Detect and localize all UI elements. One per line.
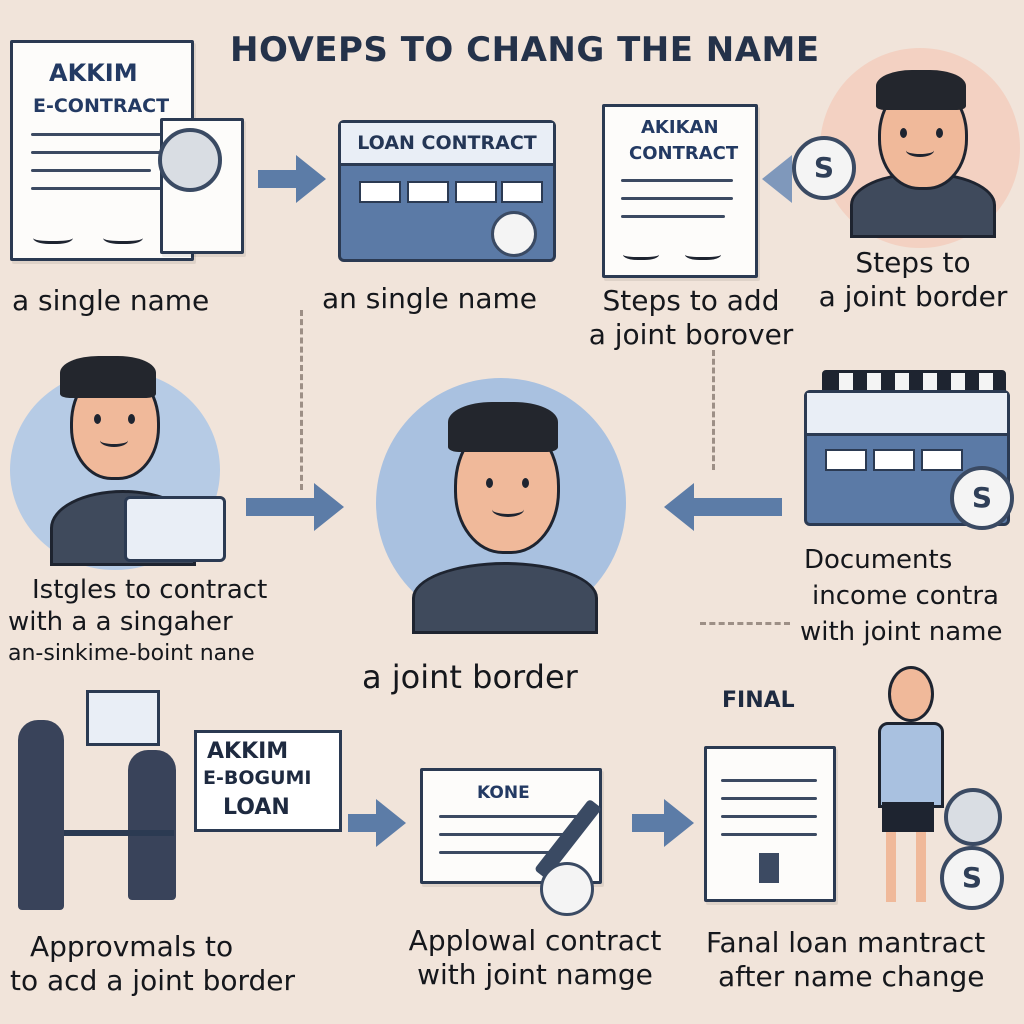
panel-documents-card: S bbox=[800, 370, 1024, 530]
panel-5-caption: Istgles to contract with a a singaher an… bbox=[8, 574, 267, 670]
panel-3-caption: Steps to add a joint borover bbox=[586, 284, 796, 352]
caption-to-acd-a-joint-border: to acd a joint border bbox=[10, 964, 296, 997]
doc-subtitle-econtract: E-CONTRACT bbox=[33, 95, 170, 117]
sign-line-akkim: AKKIM bbox=[207, 739, 289, 764]
signature-mark bbox=[33, 229, 73, 244]
final-label: FINAL bbox=[722, 688, 795, 713]
doc-title-akkim: AKKIM bbox=[49, 59, 138, 87]
sign-line-loan: LOAN bbox=[223, 795, 290, 820]
card-title: LOAN CONTRACT bbox=[341, 123, 553, 166]
signature-mark bbox=[685, 247, 721, 260]
woman-figure bbox=[868, 666, 948, 916]
caption-an-single-name: an single name bbox=[322, 282, 538, 315]
arrow-right-icon bbox=[258, 170, 298, 188]
caption-a-joint-border: a joint border bbox=[818, 280, 1008, 313]
caption-with-joint-name: with joint name bbox=[800, 617, 1003, 647]
panel-4-caption: Steps to a joint border bbox=[802, 246, 1024, 314]
person-hair bbox=[876, 70, 966, 110]
arrow-right-icon bbox=[296, 155, 326, 203]
caption-a-joint-border-center: a joint border bbox=[362, 658, 578, 696]
panel-1-caption: a single name bbox=[12, 284, 209, 318]
caption-an-sinkime-boint-nane: an-sinkime-boint nane bbox=[8, 641, 255, 666]
caption-steps-to-add: Steps to add bbox=[602, 284, 780, 317]
signature-seal-icon bbox=[540, 862, 594, 916]
caption-istgles-to-contract: Istgles to contract bbox=[32, 575, 268, 605]
signature-mark bbox=[103, 229, 143, 244]
person-hair bbox=[60, 356, 156, 398]
doc-title-kone: KONE bbox=[477, 783, 530, 803]
caption-single-name: a single name bbox=[12, 284, 210, 317]
arrow-left-icon bbox=[692, 498, 782, 516]
page-title: Hoveps to chang the name bbox=[230, 30, 820, 70]
doc-subtitle-contract: CONTRACT bbox=[629, 143, 739, 164]
person-hair bbox=[448, 402, 558, 452]
money-bag-icon bbox=[944, 788, 1002, 846]
caption-approvmals-to: Approvmals to bbox=[30, 930, 234, 963]
panel-center-person bbox=[376, 378, 628, 634]
bank-building-icon bbox=[86, 690, 160, 746]
loan-contract-card: LOAN CONTRACT bbox=[338, 120, 556, 262]
signature-mark bbox=[623, 247, 659, 260]
sign-line-e-bogumi: E-BOGUMI bbox=[203, 767, 312, 789]
caption-fanal-loan-mantract: Fanal loan mantract bbox=[706, 926, 986, 959]
arrow-right-icon bbox=[376, 799, 406, 847]
caption-a-joint-borover: a joint borover bbox=[588, 318, 794, 351]
person-left-silhouette bbox=[18, 720, 64, 910]
person-body bbox=[412, 562, 598, 634]
panel-person-with-card bbox=[0, 350, 240, 570]
caption-steps-to: Steps to bbox=[855, 246, 971, 279]
signature-seal-icon bbox=[491, 211, 537, 257]
arrow-left-icon bbox=[664, 483, 694, 531]
arrow-right-icon bbox=[348, 814, 378, 832]
doc-title-akikan: AKIKAN bbox=[641, 117, 719, 138]
dollar-coin-icon: S bbox=[950, 466, 1014, 530]
panel-person-with-coin: S bbox=[792, 40, 1024, 248]
desk bbox=[64, 830, 174, 836]
caption-income-contra: income contra bbox=[812, 581, 999, 611]
arrow-right-icon bbox=[632, 814, 666, 832]
person-right-silhouette bbox=[128, 750, 176, 900]
arrow-right-icon bbox=[246, 498, 316, 516]
panel-9-caption: Applowal contract with joint namge bbox=[380, 924, 690, 992]
caption-after-name-change: after name change bbox=[718, 960, 985, 993]
panel-single-name-econtract: AKKIM E-CONTRACT bbox=[10, 40, 260, 270]
arrow-right-icon bbox=[314, 483, 344, 531]
caption-with-joint-namge: with joint namge bbox=[417, 958, 653, 991]
caption-with-a-a-singaher: with a a singaher bbox=[8, 607, 233, 637]
caption-documents: Documents bbox=[804, 545, 953, 575]
dollar-coin-icon: S bbox=[792, 136, 856, 200]
caption-applowal-contract: Applowal contract bbox=[408, 924, 662, 957]
akikan-contract-document: AKIKAN CONTRACT bbox=[602, 104, 758, 278]
stamp-icon bbox=[158, 128, 222, 192]
arrow-right-icon bbox=[664, 799, 694, 847]
office-sign: AKKIM E-BOGUMI LOAN bbox=[194, 730, 342, 832]
final-contract-document bbox=[704, 746, 836, 902]
panel-7-caption: Documents income contra with joint name bbox=[800, 542, 1002, 650]
dollar-coin-icon: S bbox=[940, 846, 1004, 910]
panel-8-caption: Approvmals to to acd a joint border bbox=[10, 930, 295, 998]
panel-approvals: AKKIM E-BOGUMI LOAN bbox=[0, 690, 360, 920]
panel-10-caption: Fanal loan mantract after name change bbox=[706, 926, 985, 994]
bank-card-icon bbox=[124, 496, 226, 562]
arrow-left-icon bbox=[762, 155, 792, 203]
